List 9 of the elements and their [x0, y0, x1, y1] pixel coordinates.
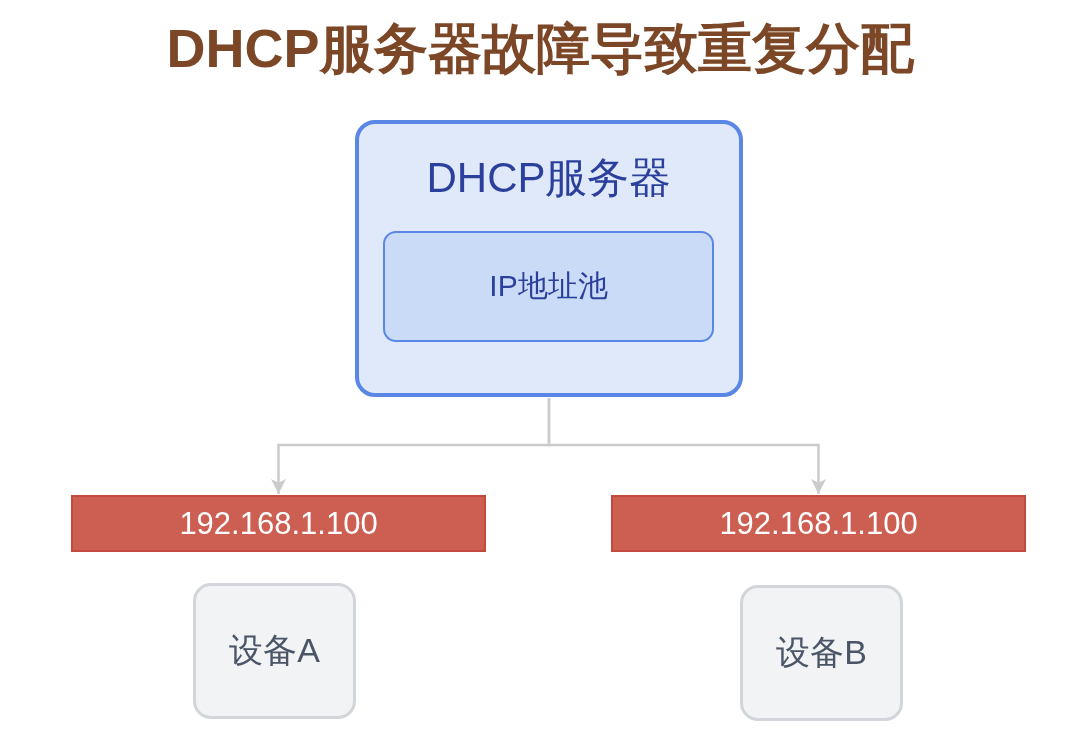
title: DHCP服务器故障导致重复分配 — [166, 17, 914, 80]
server-box — [355, 120, 743, 397]
ip-address-bar: 192.168.1.100 — [71, 495, 486, 552]
box-heading: DHCP服务器 — [426, 155, 672, 201]
address-pool-box: IP地址池 — [383, 231, 714, 342]
ip-address-bar: 192.168.1.100 — [611, 495, 1026, 552]
arrow — [547, 398, 826, 494]
device-box: 设备A — [193, 583, 356, 719]
device-box: 设备B — [740, 585, 903, 721]
